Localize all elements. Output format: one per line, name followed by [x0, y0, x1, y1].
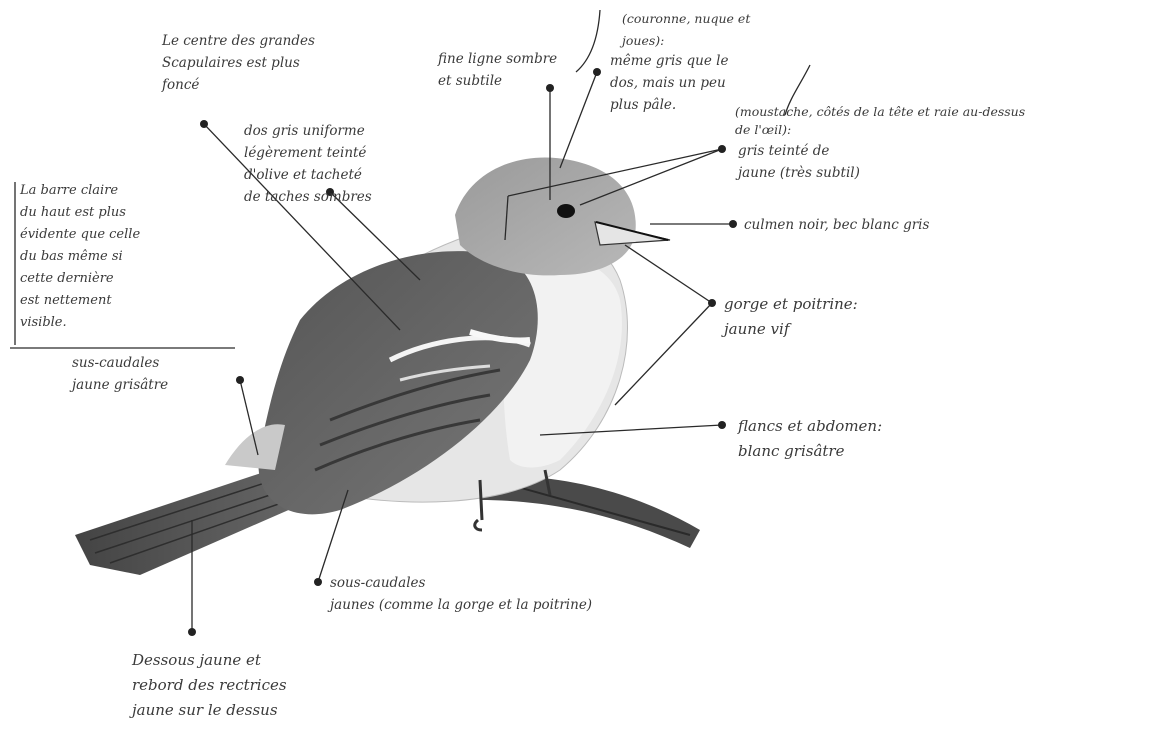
label-uppertail-coverts: sus-caudales jaune grisâtre — [72, 352, 168, 396]
label-crown: (couronne, nuque et joues): — [622, 8, 750, 52]
label-scapulars: Le centre des grandes Scapulaires est pl… — [162, 30, 315, 96]
label-culmen: culmen noir, bec blanc gris — [744, 214, 929, 236]
label-crown-color: même gris que le dos, mais un peu plus p… — [610, 50, 728, 116]
label-back: dos gris uniforme légèrement teinté d'ol… — [244, 120, 372, 208]
label-moustache: (moustache, côtés de la tête et raie au-… — [735, 103, 1025, 139]
label-wingbar: La barre claire du haut est plus évident… — [20, 180, 140, 334]
label-moustache-color: gris teinté de jaune (très subtil) — [738, 140, 860, 184]
label-flanks: flancs et abdomen: blanc grisâtre — [738, 414, 882, 464]
bird-eye — [557, 204, 575, 218]
label-throat: gorge et poitrine: jaune vif — [724, 292, 858, 342]
uppertail-coverts — [225, 424, 285, 470]
label-undertail-coverts: sous-caudales jaunes (comme la gorge et … — [330, 572, 592, 616]
bird-head — [455, 157, 670, 275]
label-eyeline: fine ligne sombre et subtile — [438, 48, 557, 92]
label-undertail-edges: Dessous jaune et rebord des rectrices ja… — [132, 648, 287, 723]
